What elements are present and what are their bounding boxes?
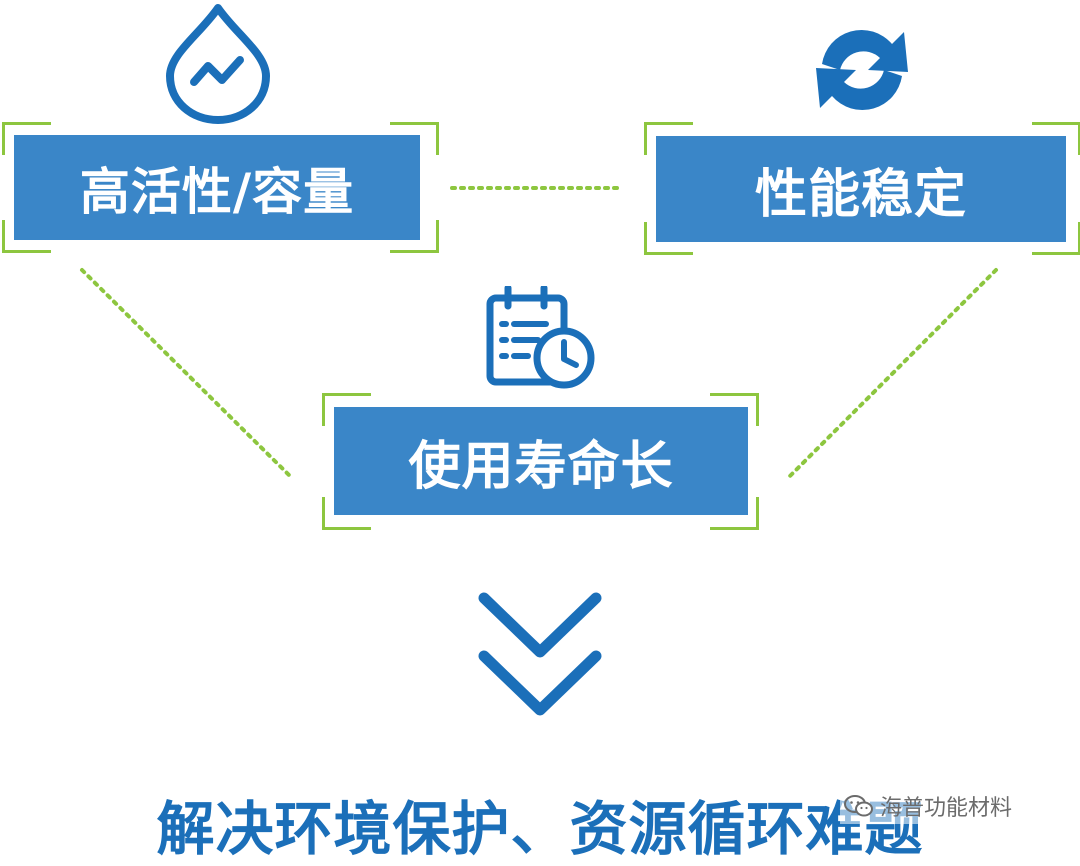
watermark-label: 海普功能材料 xyxy=(880,796,1013,821)
double-chevron-down-icon xyxy=(478,592,602,716)
box-stable-performance: 性能稳定 xyxy=(656,136,1066,242)
calendar-clock-icon xyxy=(486,286,595,389)
connector-right xyxy=(786,268,998,480)
connector-left xyxy=(80,268,294,480)
refresh-cycle-icon xyxy=(816,29,908,111)
box-high-activity-label: 高活性/容量 xyxy=(79,162,355,221)
box-high-activity: 高活性/容量 xyxy=(14,135,420,240)
box-long-lifetime: 使用寿命长 xyxy=(334,407,748,515)
wechat-icon xyxy=(844,795,873,817)
box-long-lifetime-label: 使用寿命长 xyxy=(408,436,674,497)
watermark: 海普功能材料 xyxy=(840,788,1017,824)
water-drop-wave-icon xyxy=(166,4,270,124)
box-stable-performance-label: 性能稳定 xyxy=(754,164,967,225)
